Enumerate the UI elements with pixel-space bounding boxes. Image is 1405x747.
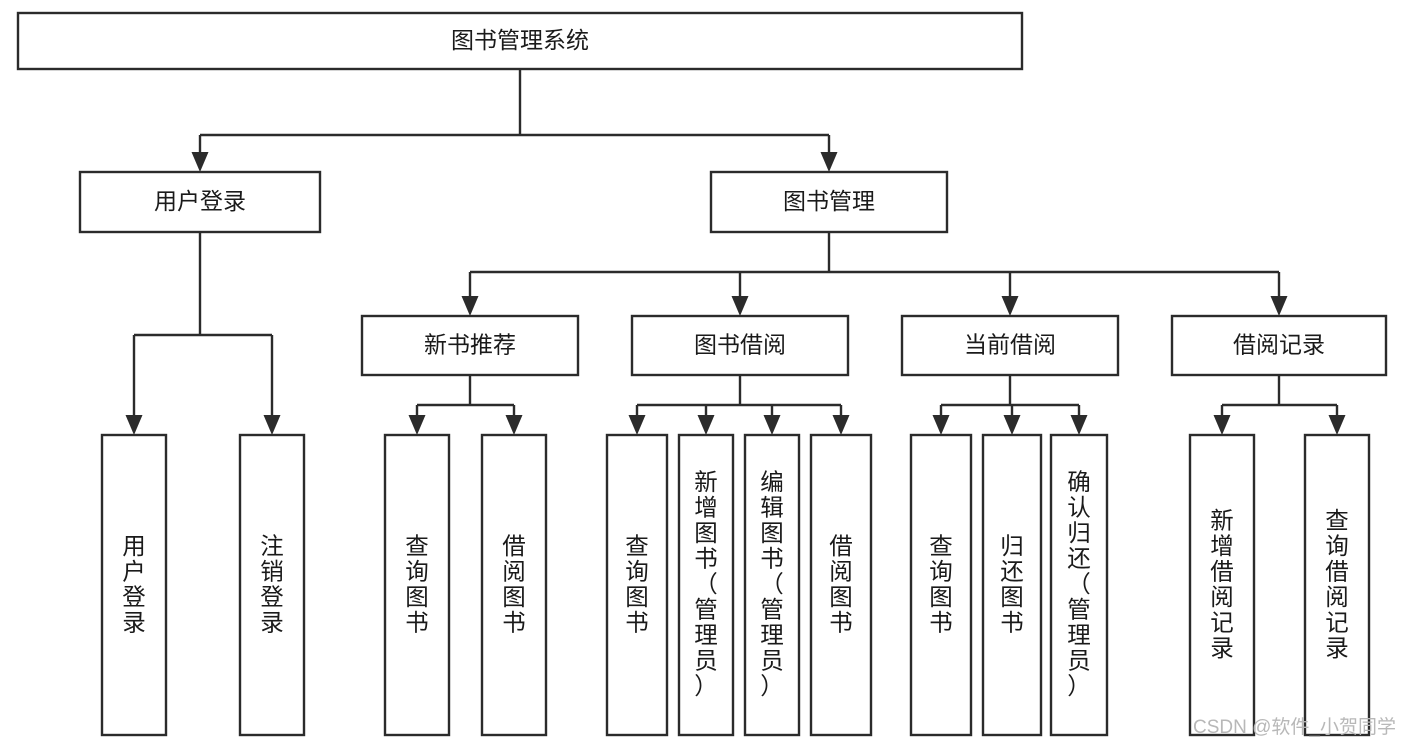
node-box-leaf-add-borrow-record[interactable]	[1188, 433, 1256, 737]
arrow-head-icon	[1213, 415, 1231, 435]
node-root[interactable]: 图书管理系统	[16, 11, 1024, 71]
node-book-management[interactable]: 图书管理	[709, 170, 949, 234]
arrow-head-icon	[697, 415, 715, 435]
arrow-head-icon	[263, 415, 281, 435]
node-box-leaf-edit-book-admin[interactable]	[743, 433, 801, 737]
arrow-head-icon	[1328, 415, 1346, 435]
node-label-borrow-record: 借阅记录	[1233, 332, 1325, 358]
arrow-head-icon	[628, 415, 646, 435]
nodes-layer: 图书管理系统用户登录图书管理新书推荐图书借阅当前借阅借阅记录用户登录注销登录查询…	[16, 11, 1388, 737]
arrow-head-icon	[731, 296, 749, 316]
node-label-leaf-query-borrow-record: 查询借阅记录	[1325, 507, 1349, 661]
node-label-new-book-recommend: 新书推荐	[424, 332, 516, 358]
arrow-head-icon	[1270, 296, 1288, 316]
node-leaf-query-borrow-record[interactable]: 查询借阅记录	[1303, 433, 1371, 737]
node-box-leaf-return-book[interactable]	[981, 433, 1043, 737]
node-box-root[interactable]	[16, 11, 1024, 71]
node-label-book-management: 图书管理	[783, 188, 875, 214]
node-leaf-query-book-current[interactable]: 查询图书	[909, 433, 973, 737]
node-box-new-book-recommend[interactable]	[360, 314, 580, 377]
connector-root_to_level2	[191, 69, 838, 172]
node-box-book-management[interactable]	[709, 170, 949, 234]
connectors-layer	[125, 69, 1346, 435]
node-box-current-borrow[interactable]	[900, 314, 1120, 377]
csdn-watermark: CSDN @软件_小贺同学	[1193, 716, 1396, 738]
node-leaf-edit-book-admin[interactable]: 编辑图书（管理员）	[743, 433, 801, 737]
connector-record_to_leaves	[1213, 375, 1346, 435]
node-box-leaf-query-borrow-record[interactable]	[1303, 433, 1371, 737]
node-box-book-borrow[interactable]	[630, 314, 850, 377]
node-box-leaf-add-book-admin[interactable]	[677, 433, 735, 737]
connector-borrow_to_leaves	[628, 375, 850, 435]
arrow-head-icon	[932, 415, 950, 435]
arrow-head-icon	[125, 415, 143, 435]
node-label-current-borrow: 当前借阅	[964, 332, 1056, 358]
node-label-book-borrow: 图书借阅	[694, 332, 786, 358]
arrow-head-icon	[820, 152, 838, 172]
node-box-leaf-logout-login[interactable]	[238, 433, 306, 737]
node-label-leaf-query-book-current: 查询图书	[929, 533, 953, 636]
arrow-head-icon	[1003, 415, 1021, 435]
arrow-head-icon	[1070, 415, 1088, 435]
node-box-borrow-record[interactable]	[1170, 314, 1388, 377]
node-leaf-confirm-return-admin[interactable]: 确认归还（管理员）	[1049, 433, 1109, 737]
node-label-leaf-logout-login: 注销登录	[260, 533, 284, 636]
node-user-login[interactable]: 用户登录	[78, 170, 322, 234]
node-label-leaf-query-book-recommend: 查询图书	[405, 533, 429, 636]
node-book-borrow[interactable]: 图书借阅	[630, 314, 850, 377]
node-box-leaf-user-login[interactable]	[100, 433, 168, 737]
node-current-borrow[interactable]: 当前借阅	[900, 314, 1120, 377]
connector-user_login_to_leaves	[125, 232, 281, 435]
node-leaf-return-book[interactable]: 归还图书	[981, 433, 1043, 737]
arrow-head-icon	[408, 415, 426, 435]
arrow-head-icon	[461, 296, 479, 316]
connector-current_to_leaves	[932, 375, 1088, 435]
node-leaf-query-book-borrow[interactable]: 查询图书	[605, 433, 669, 737]
node-box-user-login[interactable]	[78, 170, 322, 234]
arrow-head-icon	[1001, 296, 1019, 316]
node-label-root: 图书管理系统	[451, 27, 589, 53]
node-label-leaf-edit-book-admin: 编辑图书（管理员）	[760, 469, 784, 699]
node-leaf-logout-login[interactable]: 注销登录	[238, 433, 306, 737]
node-box-leaf-borrow-book-borrow[interactable]	[809, 433, 873, 737]
node-label-leaf-query-book-borrow: 查询图书	[625, 533, 649, 636]
connector-recommend_to_leaves	[408, 375, 523, 435]
node-box-leaf-confirm-return-admin[interactable]	[1049, 433, 1109, 737]
node-label-user-login: 用户登录	[154, 188, 246, 214]
connector-level2_to_level3	[461, 232, 1288, 316]
node-label-leaf-user-login: 用户登录	[122, 533, 146, 636]
arrow-head-icon	[763, 415, 781, 435]
node-label-leaf-confirm-return-admin: 确认归还（管理员）	[1067, 469, 1091, 699]
node-leaf-user-login[interactable]: 用户登录	[100, 433, 168, 737]
node-leaf-add-borrow-record[interactable]: 新增借阅记录	[1188, 433, 1256, 737]
node-label-leaf-borrow-book-recommend: 借阅图书	[502, 533, 526, 636]
node-leaf-add-book-admin[interactable]: 新增图书（管理员）	[677, 433, 735, 737]
node-borrow-record[interactable]: 借阅记录	[1170, 314, 1388, 377]
arrow-head-icon	[505, 415, 523, 435]
node-leaf-query-book-recommend[interactable]: 查询图书	[383, 433, 451, 737]
node-leaf-borrow-book-borrow[interactable]: 借阅图书	[809, 433, 873, 737]
node-box-leaf-borrow-book-recommend[interactable]	[480, 433, 548, 737]
node-label-leaf-add-borrow-record: 新增借阅记录	[1210, 507, 1234, 661]
arrow-head-icon	[191, 152, 209, 172]
node-box-leaf-query-book-current[interactable]	[909, 433, 973, 737]
node-box-leaf-query-book-recommend[interactable]	[383, 433, 451, 737]
node-label-leaf-borrow-book-borrow: 借阅图书	[829, 533, 853, 636]
node-new-book-recommend[interactable]: 新书推荐	[360, 314, 580, 377]
node-label-leaf-return-book: 归还图书	[1000, 533, 1024, 636]
node-label-leaf-add-book-admin: 新增图书（管理员）	[694, 469, 718, 699]
arrow-head-icon	[832, 415, 850, 435]
node-box-leaf-query-book-borrow[interactable]	[605, 433, 669, 737]
node-leaf-borrow-book-recommend[interactable]: 借阅图书	[480, 433, 548, 737]
